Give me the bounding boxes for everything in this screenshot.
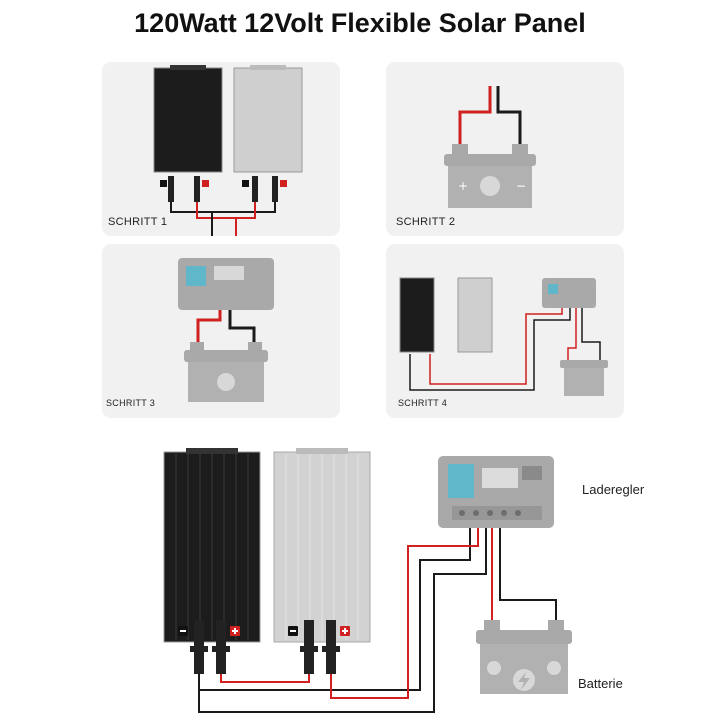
svg-text:+: +	[458, 179, 468, 193]
solar-panel-white-icon	[457, 277, 493, 353]
controller-label: Laderegler	[582, 482, 645, 497]
step-2-label: SCHRITT 2	[396, 216, 456, 228]
charge-controller-icon	[438, 456, 554, 528]
red-wire	[330, 528, 479, 699]
page-title: 120Watt 12Volt Flexible Solar Panel	[134, 8, 586, 38]
red-wire	[196, 310, 222, 344]
solar-panel-white-icon	[273, 448, 371, 643]
battery-label: Batterie	[578, 676, 623, 691]
red-wire	[458, 86, 492, 148]
minus-badge-icon	[160, 180, 167, 187]
step-1-card: SCHRITT 1	[102, 62, 340, 236]
lightning-icon	[518, 672, 530, 690]
solar-panel-black-icon	[153, 65, 223, 173]
mc4-connectors-icon	[168, 176, 278, 202]
plus-badge-icon	[280, 180, 287, 187]
step-3-label: SCHRITT 3	[106, 398, 156, 408]
battery-icon	[560, 360, 608, 396]
step-1-diagram	[153, 65, 303, 236]
plus-badge-icon	[202, 180, 209, 187]
step-2-card: + − SCHRITT 2	[386, 62, 624, 236]
black-wire	[228, 310, 256, 344]
step-3-diagram	[178, 258, 274, 402]
battery-icon: + −	[444, 144, 536, 208]
battery-icon	[184, 342, 268, 402]
step-4-label: SCHRITT 4	[398, 398, 448, 408]
black-wire	[499, 528, 557, 620]
black-wire	[496, 86, 522, 148]
battery-icon	[476, 620, 572, 694]
svg-text:−: −	[516, 179, 526, 193]
red-wire	[567, 308, 577, 362]
black-wire	[198, 528, 487, 713]
solar-panel-black-icon	[399, 277, 435, 353]
main-wiring-diagram	[163, 448, 572, 713]
black-wire	[409, 308, 571, 391]
minus-badge-icon	[242, 180, 249, 187]
step-4-card: SCHRITT 4	[386, 244, 624, 418]
step-1-label: SCHRITT 1	[108, 216, 168, 228]
step-4-diagram	[399, 277, 608, 396]
black-wire	[170, 202, 276, 213]
red-wire	[196, 202, 256, 219]
red-wire	[429, 308, 563, 385]
solar-panel-black-icon	[163, 448, 261, 643]
red-wire	[220, 674, 310, 683]
black-wire	[581, 308, 601, 362]
mc4-connectors-icon	[190, 620, 340, 674]
step-2-diagram: + −	[444, 86, 536, 208]
solar-panel-white-icon	[233, 65, 303, 173]
step-3-card: SCHRITT 3	[102, 244, 340, 418]
charge-controller-icon	[178, 258, 274, 310]
black-wire	[198, 528, 471, 691]
